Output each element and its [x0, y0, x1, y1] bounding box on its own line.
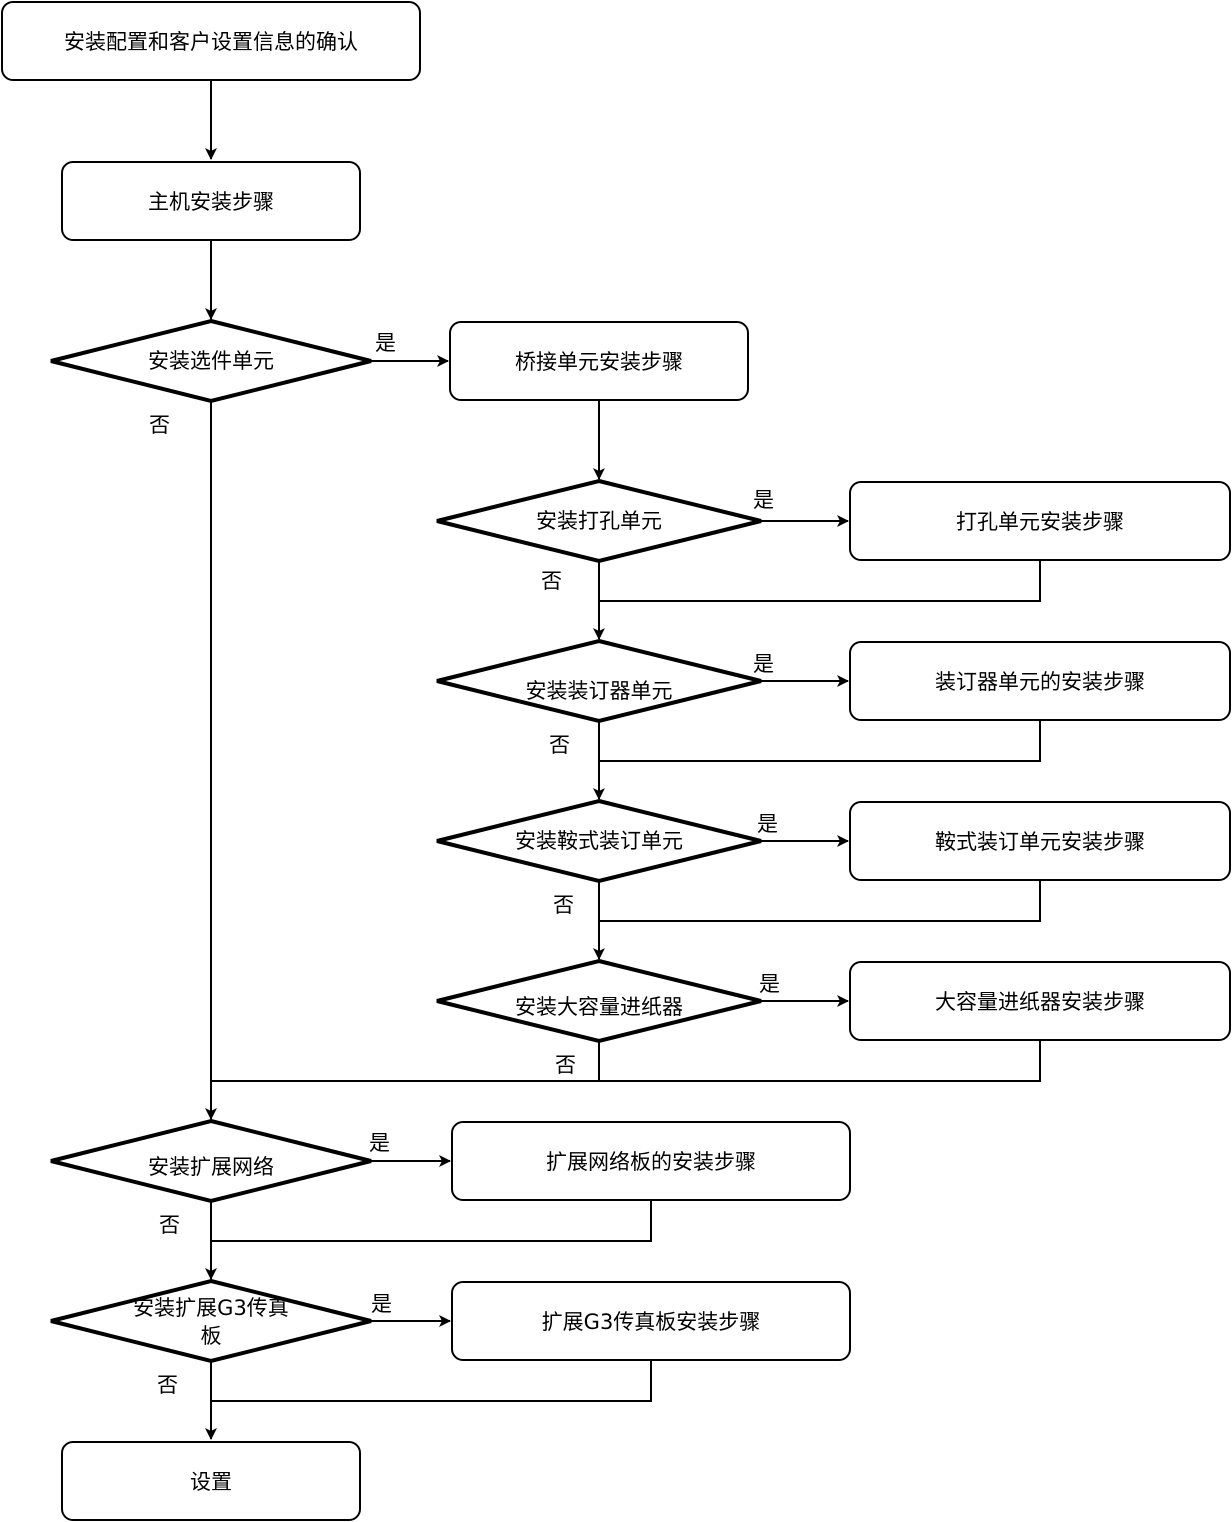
no-label-d6: 否	[159, 1213, 180, 1237]
no-label-d3: 否	[549, 733, 570, 757]
decision-network: 安装扩展网络	[148, 1155, 274, 1179]
process-network-install: 扩展网络板的安装步骤	[451, 1121, 851, 1201]
decision-d2-shape	[436, 478, 762, 564]
process-label: 大容量进纸器安装步骤	[935, 990, 1145, 1014]
yes-label-d4: 是	[757, 812, 778, 836]
no-label-d7: 否	[157, 1373, 178, 1397]
no-label-d1: 否	[149, 413, 170, 437]
yes-label-d5: 是	[759, 972, 780, 996]
edge-n6-return	[599, 881, 1041, 922]
decision-fax-board: 安装扩展G3传真 板	[101, 1294, 321, 1350]
process-label: 桥接单元安装步骤	[515, 350, 683, 374]
process-label: 扩展G3传真板安装步骤	[541, 1310, 761, 1334]
decision-d3-shape	[436, 638, 762, 724]
yes-label-d7: 是	[371, 1292, 392, 1316]
no-label-d5: 否	[555, 1053, 576, 1077]
yes-label-d3: 是	[753, 652, 774, 676]
edge-n8-return	[211, 1201, 652, 1242]
yes-label-d1: 是	[375, 331, 396, 355]
decision-d7-shape	[50, 1278, 372, 1364]
decision-fax-line1: 安装扩展G3传真	[133, 1296, 289, 1320]
process-punch-install: 打孔单元安装步骤	[849, 481, 1231, 561]
edge-n9-return	[211, 1361, 652, 1402]
decision-stapler-unit: 安装装订器单元	[525, 679, 673, 703]
process-label: 装订器单元的安装步骤	[935, 670, 1145, 694]
process-settings: 设置	[61, 1441, 361, 1521]
decision-saddle-unit: 安装鞍式装订单元	[515, 829, 683, 853]
decision-d5-shape	[436, 958, 762, 1044]
decision-d4-shape	[436, 798, 762, 884]
yes-label-d2: 是	[753, 488, 774, 512]
process-label: 扩展网络板的安装步骤	[546, 1150, 756, 1174]
process-label: 鞍式装订单元安装步骤	[935, 830, 1145, 854]
decision-lcf-unit: 安装大容量进纸器	[515, 995, 683, 1019]
process-saddle-install: 鞍式装订单元安装步骤	[849, 801, 1231, 881]
process-label: 主机安装步骤	[148, 190, 274, 214]
edge-n7-return	[211, 1041, 1041, 1082]
process-label: 安装配置和客户设置信息的确认	[64, 30, 358, 54]
decision-punch-unit: 安装打孔单元	[536, 509, 662, 533]
process-config-confirm: 安装配置和客户设置信息的确认	[1, 1, 421, 81]
edge-n4-return	[599, 561, 1041, 602]
decision-option-unit: 安装选件单元	[148, 349, 274, 373]
process-host-install: 主机安装步骤	[61, 161, 361, 241]
decision-fax-line2: 板	[200, 1324, 222, 1348]
decision-d6-shape	[50, 1118, 372, 1204]
decision-d1-shape	[50, 318, 372, 404]
no-label-d2: 否	[541, 569, 562, 593]
process-lcf-install: 大容量进纸器安装步骤	[849, 961, 1231, 1041]
process-label: 设置	[190, 1470, 232, 1494]
process-stapler-install: 装订器单元的安装步骤	[849, 641, 1231, 721]
process-fax-install: 扩展G3传真板安装步骤	[451, 1281, 851, 1361]
process-label: 打孔单元安装步骤	[956, 510, 1124, 534]
process-bridge-install: 桥接单元安装步骤	[449, 321, 749, 401]
yes-label-d6: 是	[369, 1131, 390, 1155]
edge-n5-return	[599, 721, 1041, 762]
no-label-d4: 否	[553, 893, 574, 917]
